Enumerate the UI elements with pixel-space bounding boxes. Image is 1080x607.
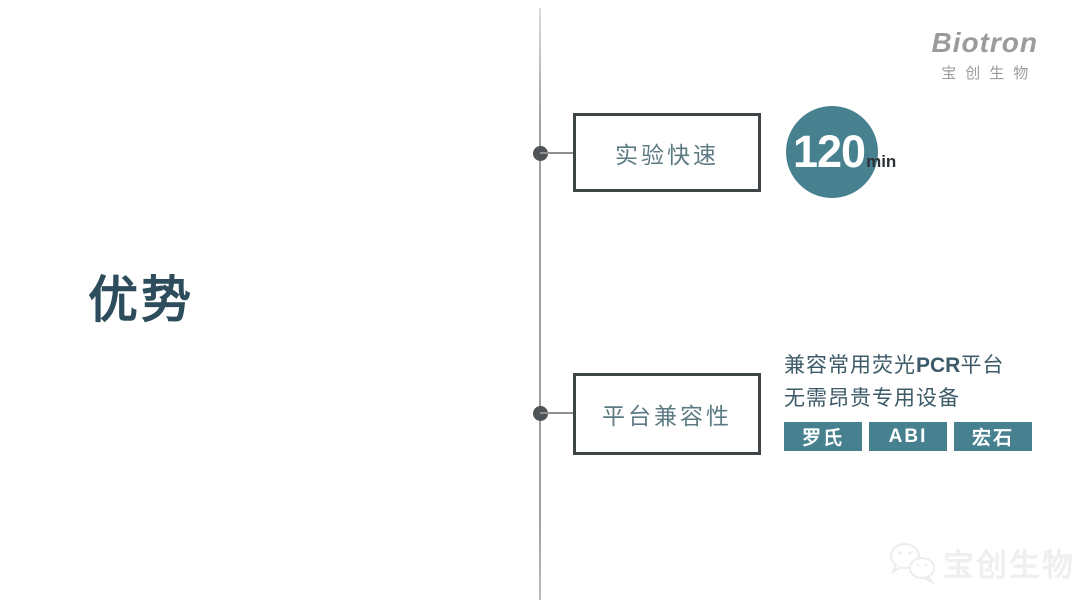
wechat-icon: [890, 542, 935, 585]
platform-badge-hongshi: 宏石: [954, 422, 1032, 451]
compatibility-line1-pcr: PCR: [916, 354, 961, 377]
duration-unit: min: [866, 152, 897, 171]
compatibility-line1: 兼容常用荧光PCR平台: [784, 350, 1032, 381]
node-label-experiment-speed: 实验快速: [615, 141, 719, 168]
watermark-text: 宝创生物: [943, 548, 1075, 583]
watermark: 宝创生物: [888, 540, 1075, 585]
brand-logo: Biotron 宝创生物: [931, 27, 1038, 83]
duration-text: 120 min: [793, 126, 896, 178]
brand-logo-wordmark: Biotron: [931, 27, 1038, 58]
duration-circle-badge: 120 min: [786, 106, 896, 198]
page-title: 优势: [88, 272, 194, 328]
platform-badge-roche: 罗氏: [784, 422, 862, 451]
compatibility-line1-suffix: 平台: [960, 354, 1005, 377]
branch-connector-experiment-speed: [540, 152, 575, 154]
branch-connector-platform-compatibility: [540, 412, 575, 414]
brand-logo-chinese-name: 宝创生物: [941, 64, 1038, 82]
node-box-platform-compatibility: 平台兼容性: [573, 373, 761, 455]
platform-badges: 罗氏 ABI 宏石: [784, 422, 1032, 451]
node-label-platform-compatibility: 平台兼容性: [602, 403, 732, 429]
compatibility-details: 兼容常用荧光PCR平台 无需昂贵专用设备 罗氏 ABI 宏石: [784, 350, 1032, 451]
timeline-vertical-line: [539, 8, 541, 600]
compatibility-line1-prefix: 兼容常用荧光: [784, 354, 916, 377]
node-box-experiment-speed: 实验快速: [573, 113, 761, 192]
platform-badge-abi: ABI: [869, 422, 947, 451]
compatibility-line2: 无需昂贵专用设备: [784, 387, 960, 410]
duration-value: 120: [793, 126, 866, 177]
